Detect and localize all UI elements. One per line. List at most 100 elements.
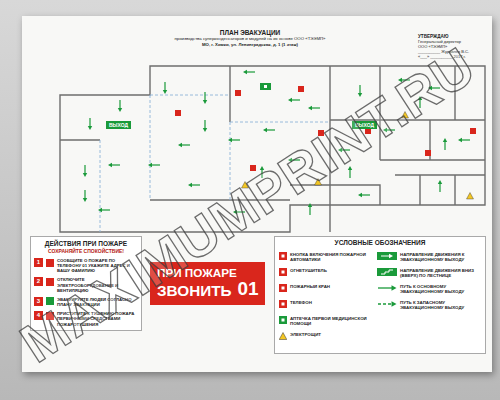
route-arrow — [419, 99, 420, 108]
route-arrow — [341, 149, 350, 150]
legend-symbol — [377, 300, 397, 308]
route-arrow — [191, 184, 200, 185]
fire-call-box: ПРИ ПОЖАРЕЗВОНИТЬ01 — [150, 262, 265, 305]
step-icon — [46, 278, 54, 286]
arrow-head — [178, 143, 182, 147]
legend-text: НАПРАВЛЕНИЕ ДВИЖЕНИЯ ВНИЗ (ВВЕРХ) ПО ЛЕС… — [400, 268, 483, 279]
arrow-head — [203, 128, 207, 132]
arrow-head — [233, 210, 237, 214]
approval-line: Генеральный директор — [418, 40, 461, 44]
arrow-head — [308, 203, 312, 207]
fire-equipment-icon — [298, 86, 304, 92]
legend-item: КНОПКА ВКЛЮЧЕНИЯ ПОЖАРНОЙ АВТОМАТИКИ — [279, 252, 371, 263]
approval-line: __________ Журавлев В.С. — [418, 50, 469, 54]
legend-symbol — [279, 316, 287, 324]
route-arrow — [444, 141, 445, 150]
route-arrow — [359, 85, 360, 94]
action-step: 3ЭВАКУИРУЙТЕ ЛЮДЕЙ СОГЛАСНО ПЛАНУ ЭВАКУА… — [34, 297, 138, 307]
approval-line: «___» __________ 2017 г. — [418, 55, 466, 59]
legend-text: ПУТЬ К ОСНОВНОМУ ЭВАКУАЦИОННОМУ ВЫХОДУ — [400, 284, 483, 295]
legend-text: ЭЛЕКТРОЩИТ — [290, 332, 371, 337]
arrow-head — [98, 208, 102, 212]
switchboard-icon — [242, 182, 249, 189]
legend-text: КНОПКА ВКЛЮЧЕНИЯ ПОЖАРНОЙ АВТОМАТИКИ — [290, 252, 371, 263]
route-arrow — [101, 209, 110, 210]
arrow-head — [188, 183, 192, 187]
arrow-head — [338, 148, 342, 152]
route-arrow — [309, 206, 310, 215]
route-arrow — [151, 164, 160, 165]
address: МО, г. Химки, ул. Ленинградская, д. 1 (1… — [202, 43, 298, 48]
action-step: 4ПРИСТУПИТЕ К ТУШЕНИЮ ПОЖАРА ПЕРВИЧНЫМИ … — [34, 311, 138, 326]
arrow-head — [383, 128, 387, 132]
node-heading: ДЕЙСТВИЯ ПРИ ПОЖАРЕ — [34, 240, 138, 247]
switchboard-icon — [402, 112, 409, 119]
route-arrow — [111, 164, 120, 165]
arrow-head — [458, 138, 462, 142]
legend-symbol — [279, 284, 287, 292]
switchboard-icon — [467, 193, 474, 200]
plan-icons — [175, 86, 476, 199]
route-arrow — [386, 129, 395, 130]
legend-symbol — [377, 268, 397, 276]
arrow-head — [358, 193, 362, 197]
legend-item: ПОЖАРНЫЙ КРАН — [279, 284, 371, 292]
legend-item: НАПРАВЛЕНИЕ ДВИЖЕНИЯ ВНИЗ (ВВЕРХ) ПО ЛЕС… — [377, 268, 483, 279]
approval-line: ООО «ТЭЭМП» — [418, 45, 447, 49]
exit-sign: ВЫХОД — [106, 121, 131, 129]
fire-equipment-icon — [175, 110, 181, 116]
legend-item: ЭЛЕКТРОЩИТ — [279, 332, 371, 340]
arrow-head — [358, 93, 362, 97]
fire-equipment-icon — [318, 130, 324, 136]
node-heading: ПРИ ПОЖАРЕ — [157, 267, 259, 279]
legend-symbol — [377, 252, 397, 260]
actions-panel: ДЕЙСТВИЯ ПРИ ПОЖАРЕСОХРАНЯЙТЕ СПОКОЙСТВИ… — [30, 236, 142, 331]
step-text: ПРИСТУПИТЕ К ТУШЕНИЮ ПОЖАРА ПЕРВИЧНЫМИ С… — [57, 311, 138, 326]
fire-equipment-icon — [425, 150, 431, 156]
route-arrow — [204, 120, 205, 129]
arrow-head — [308, 106, 312, 110]
arrow-head — [418, 96, 422, 100]
arrow-head — [398, 78, 402, 82]
route-arrow — [266, 129, 275, 130]
legend-item: ОГНЕТУШИТЕЛЬ — [279, 268, 371, 276]
legend-text: ПОЖАРНЫЙ КРАН — [290, 284, 371, 289]
fire-equipment-icon — [235, 90, 241, 96]
legend-item: НАПРАВЛЕНИЕ ДВИЖЕНИЯ К ЭВАКУАЦИОННОМУ ВЫ… — [377, 252, 483, 263]
arrow-head — [288, 158, 292, 162]
legend-symbol — [279, 332, 287, 340]
legend-symbol — [279, 268, 287, 276]
step-number: 1 — [34, 258, 43, 267]
route-arrow — [236, 211, 245, 212]
route-arrow — [231, 139, 240, 140]
route-arrow — [119, 100, 120, 109]
arrow-head — [83, 198, 87, 202]
step-icon — [46, 259, 54, 267]
arrow-head — [260, 166, 264, 170]
action-step: 2ОТКЛЮЧИТЕ ЭЛЕКТРООБОРУДОВАНИЕ И ВЕНТИЛЯ… — [34, 277, 138, 292]
legend-item: ТЕЛЕФОН — [279, 300, 371, 308]
legend-text: ОГНЕТУШИТЕЛЬ — [290, 268, 371, 273]
arrow-head — [243, 70, 247, 74]
arrow-head — [348, 166, 352, 170]
arrow-head — [118, 108, 122, 112]
route-arrow — [439, 183, 440, 192]
step-text: ЭВАКУИРУЙТЕ ЛЮДЕЙ СОГЛАСНО ПЛАНУ ЭВАКУАЦ… — [57, 297, 138, 307]
arrow-head — [288, 98, 292, 102]
legend-symbol — [377, 284, 397, 292]
route-arrow — [311, 107, 320, 108]
route-arrow — [461, 139, 470, 140]
evacuation-arrows — [83, 70, 470, 215]
node-heading: ВЫХОД — [355, 122, 374, 128]
step-text: СООБЩИТЕ О ПОЖАРЕ ПО ТЕЛЕФОНУ 01 УКАЖИТЕ… — [57, 258, 138, 273]
node-text: СОХРАНЯЙТЕ СПОКОЙСТВИЕ! — [34, 248, 138, 254]
building-walls — [60, 66, 485, 232]
route-arrow — [246, 71, 255, 72]
fire-equipment-icon — [470, 128, 476, 134]
legend-heading: УСЛОВНЫЕ ОБОЗНАЧЕНИЯ — [335, 239, 426, 246]
legend-item: АПТЕЧКА ПЕРВОЙ МЕДИЦИНСКОЙ ПОМОЩИ — [279, 316, 371, 327]
node-text: ЗВОНИТЬ — [157, 283, 232, 299]
switchboard-icon — [315, 179, 322, 186]
step-icon — [46, 312, 54, 320]
